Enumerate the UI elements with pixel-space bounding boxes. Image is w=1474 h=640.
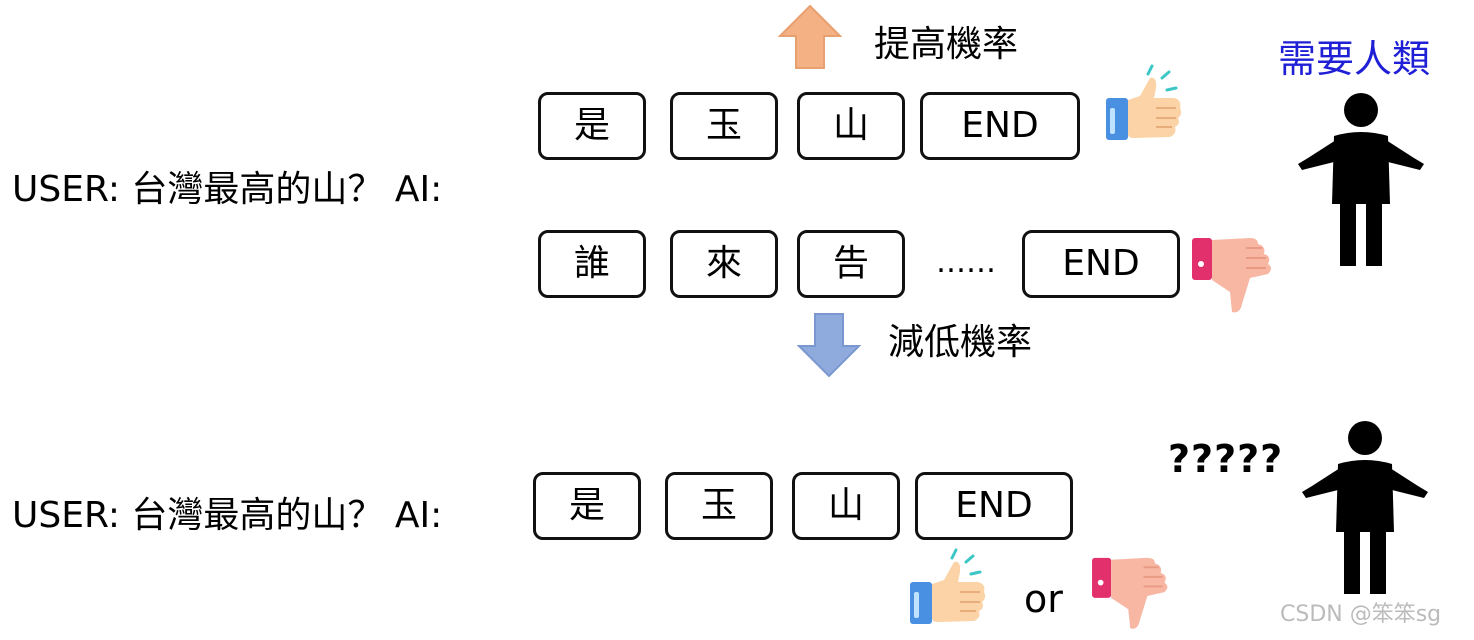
human-needed-label: 需要人類: [1278, 37, 1431, 81]
thumbs-down-icon: [1092, 557, 1168, 629]
increase-probability-label: 提高機率: [874, 24, 1019, 65]
token-bottom-2: 玉: [665, 472, 773, 540]
thumbs-down-icon: [1192, 238, 1271, 313]
token-good-end: END: [920, 92, 1080, 160]
question-marks: ?????: [1168, 437, 1284, 481]
token-bad-1: 誰: [538, 230, 646, 298]
watermark: CSDN @笨笨sg: [1280, 602, 1442, 627]
token-bad-2: 來: [670, 230, 778, 298]
token-good-3: 山: [797, 92, 905, 160]
person-shrug-icon: [1298, 93, 1424, 266]
decrease-probability-label: 減低機率: [888, 322, 1033, 363]
token-bad-end: END: [1022, 230, 1180, 298]
token-bad-3: 告: [797, 230, 905, 298]
or-label: or: [1024, 577, 1063, 621]
token-bottom-3: 山: [792, 472, 900, 540]
thumbs-up-icon: [910, 548, 986, 624]
arrow-up-icon: [777, 4, 843, 69]
thumbs-up-icon: [1106, 64, 1182, 140]
person-shrug-icon: [1302, 421, 1428, 594]
arrow-down-icon: [796, 313, 862, 378]
token-good-2: 玉: [670, 92, 778, 160]
prompt-text-bottom: USER: 台灣最高的山？ AI:: [12, 495, 443, 536]
token-bottom-1: 是: [533, 472, 641, 540]
token-ellipsis: ……: [936, 245, 996, 280]
token-good-1: 是: [538, 92, 646, 160]
prompt-text-top: USER: 台灣最高的山？ AI:: [12, 169, 443, 210]
token-bottom-end: END: [915, 472, 1073, 540]
